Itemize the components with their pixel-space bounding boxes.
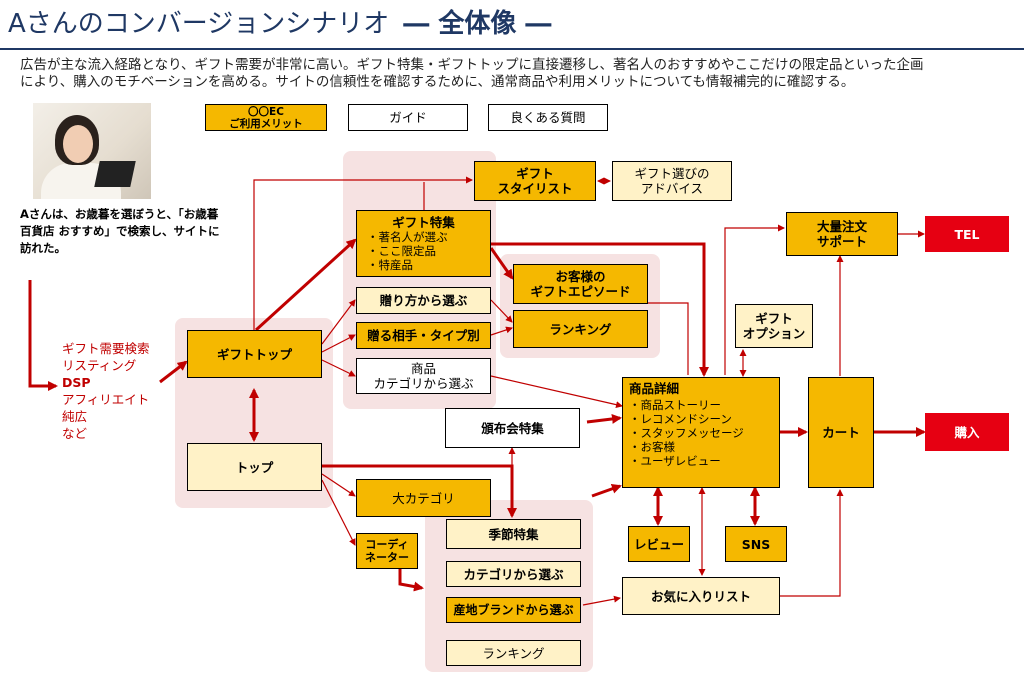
traffic-channels: ギフト需要検索 リスティング DSP アフィリエイト 純広 など <box>62 340 150 442</box>
gift-top-box: ギフトトップ <box>187 330 322 378</box>
tel-button: TEL <box>925 216 1009 252</box>
channel-item: ギフト需要検索 <box>62 341 150 356</box>
channel-item: DSP <box>62 375 91 390</box>
large-category-box: 大カテゴリ <box>356 479 491 517</box>
bulk-order-support-box: 大量注文 サポート <box>786 212 898 256</box>
seasonal-feature-box: 季節特集 <box>446 519 581 549</box>
guide-box: ガイド <box>348 104 468 131</box>
favorites-box: お気に入りリスト <box>622 577 780 615</box>
gift-option-box: ギフト オプション <box>735 304 813 348</box>
intro-line: により、購入のモチベーションを高める。サイトの信頼性を確認するために、通常商品や… <box>20 74 855 90</box>
channel-item: など <box>62 426 88 441</box>
title-divider <box>0 48 1024 50</box>
persona-description: Aさんは、お歳暮を選ぼうと、「お歳暮 百貨店 おすすめ」で検索し、サイトに訪れた… <box>20 207 220 255</box>
channel-item: リスティング <box>62 358 137 373</box>
gift-advice-box: ギフト選びの アドバイス <box>612 161 732 201</box>
intro-line: 広告が主な流入経路となり、ギフト需要が非常に高い。ギフト特集・ギフトトップに直接… <box>20 57 924 73</box>
product-detail-item: レコメンドシーン <box>629 412 744 426</box>
intro-text: 広告が主な流入経路となり、ギフト需要が非常に高い。ギフト特集・ギフトトップに直接… <box>20 57 1010 91</box>
gift-feature-item: ここ限定品 <box>367 244 448 258</box>
gift-feature-box: ギフト特集 著名人が選ぶ ここ限定品 特産品 <box>356 210 491 277</box>
gift-feature-item: 特産品 <box>367 258 448 272</box>
top-box: トップ <box>187 443 322 491</box>
product-detail-item: スタッフメッセージ <box>629 426 744 440</box>
page-title: Aさんのコンバージョンシナリオ― 全体像 ― <box>8 9 552 39</box>
distribution-feature-box: 頒布会特集 <box>445 408 580 448</box>
purchase-button: 購入 <box>925 413 1009 451</box>
product-detail-title: 商品詳細 <box>629 381 680 396</box>
faq-box: 良くある質問 <box>488 104 608 131</box>
review-box: レビュー <box>628 526 690 562</box>
gift-feature-item: 著名人が選ぶ <box>367 230 448 244</box>
persona-photo <box>33 103 151 199</box>
by-method-box: 贈り方から選ぶ <box>356 287 491 314</box>
ranking-bottom-box: ランキング <box>446 640 581 666</box>
photo-laptop <box>94 161 136 187</box>
ranking-gift-box: ランキング <box>513 310 648 348</box>
by-category-box: カテゴリから選ぶ <box>446 561 581 587</box>
gift-feature-title: ギフト特集 <box>392 215 455 230</box>
gift-stylist-box: ギフト スタイリスト <box>474 161 596 201</box>
product-detail-item: ユーザレビュー <box>629 454 744 468</box>
product-detail-item: お客様 <box>629 440 744 454</box>
product-category-box: 商品 カテゴリから選ぶ <box>356 358 491 394</box>
by-recipient-box: 贈る相手・タイプ別 <box>356 322 491 349</box>
customer-episode-box: お客様の ギフトエピソード <box>513 264 648 304</box>
photo-figure-face <box>63 125 93 163</box>
sns-box: SNS <box>725 526 787 562</box>
channel-item: アフィリエイト <box>62 392 150 407</box>
product-detail-item: 商品ストーリー <box>629 398 744 412</box>
coordinator-box: コーディ ネーター <box>356 533 418 569</box>
channel-item: 純広 <box>62 409 88 424</box>
cart-box: カート <box>808 377 874 488</box>
product-detail-box: 商品詳細 商品ストーリー レコメンドシーン スタッフメッセージ お客様 ユーザレ… <box>622 377 780 488</box>
by-origin-brand-box: 産地ブランドから選ぶ <box>446 597 581 623</box>
ec-merit-box: 〇〇EC ご利用メリット <box>205 104 327 131</box>
